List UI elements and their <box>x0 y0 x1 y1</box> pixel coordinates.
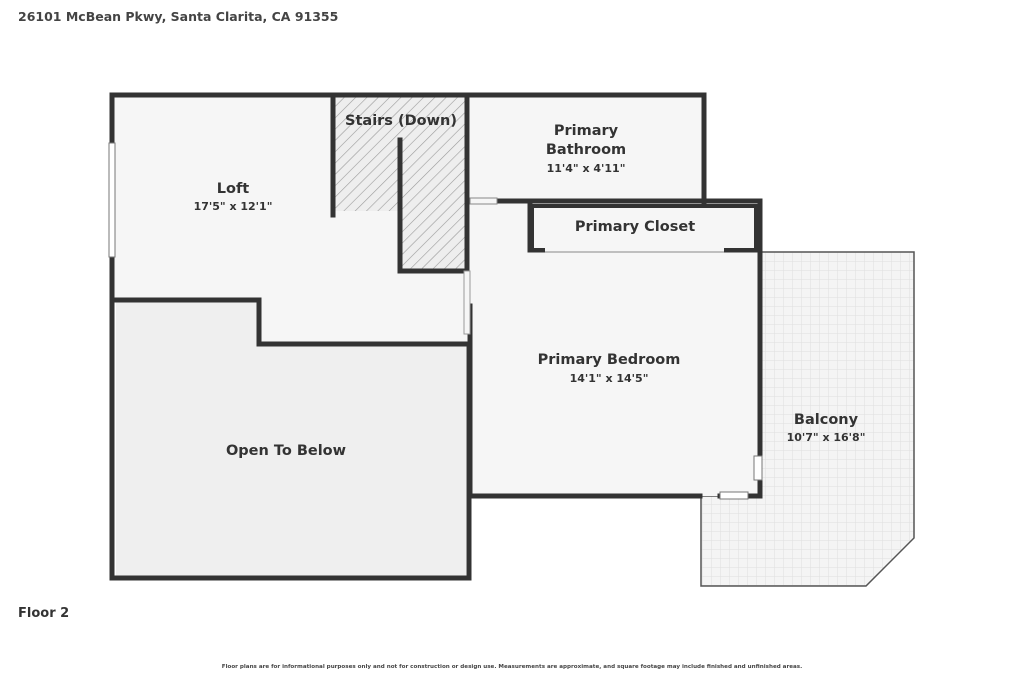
balcony-name: Balcony <box>794 412 859 428</box>
loft-name: Loft <box>217 181 250 197</box>
bathroom-name-line1: Primary <box>554 123 619 139</box>
open-to-below-area <box>116 302 466 578</box>
bedroom-window <box>753 455 763 481</box>
stairs-name: Stairs (Down) <box>345 113 457 129</box>
hall-floor <box>258 300 467 344</box>
bathroom-floor <box>470 96 704 202</box>
property-address: 26101 McBean Pkwy, Santa Clarita, CA 913… <box>18 9 339 24</box>
closet-name: Primary Closet <box>575 219 695 235</box>
stairs-area-lower <box>402 140 466 270</box>
bedroom-name: Primary Bedroom <box>538 352 681 368</box>
balcony-dims: 10'7" x 16'8" <box>787 431 866 444</box>
floor-label: Floor 2 <box>18 606 70 621</box>
bathroom-doorway <box>469 197 498 205</box>
closet-box <box>530 204 758 252</box>
open-to-below-name: Open To Below <box>226 443 346 459</box>
loft-dims: 17'5" x 12'1" <box>194 200 273 213</box>
bedroom-doorway <box>463 270 471 335</box>
disclaimer-text: Floor plans are for informational purpos… <box>221 664 803 670</box>
balcony-door <box>719 491 749 500</box>
bathroom-dims: 11'4" x 4'11" <box>547 162 626 175</box>
loft-window <box>108 142 116 258</box>
bedroom-dims: 14'1" x 14'5" <box>570 372 649 385</box>
bathroom-name-line2: Bathroom <box>546 142 626 158</box>
